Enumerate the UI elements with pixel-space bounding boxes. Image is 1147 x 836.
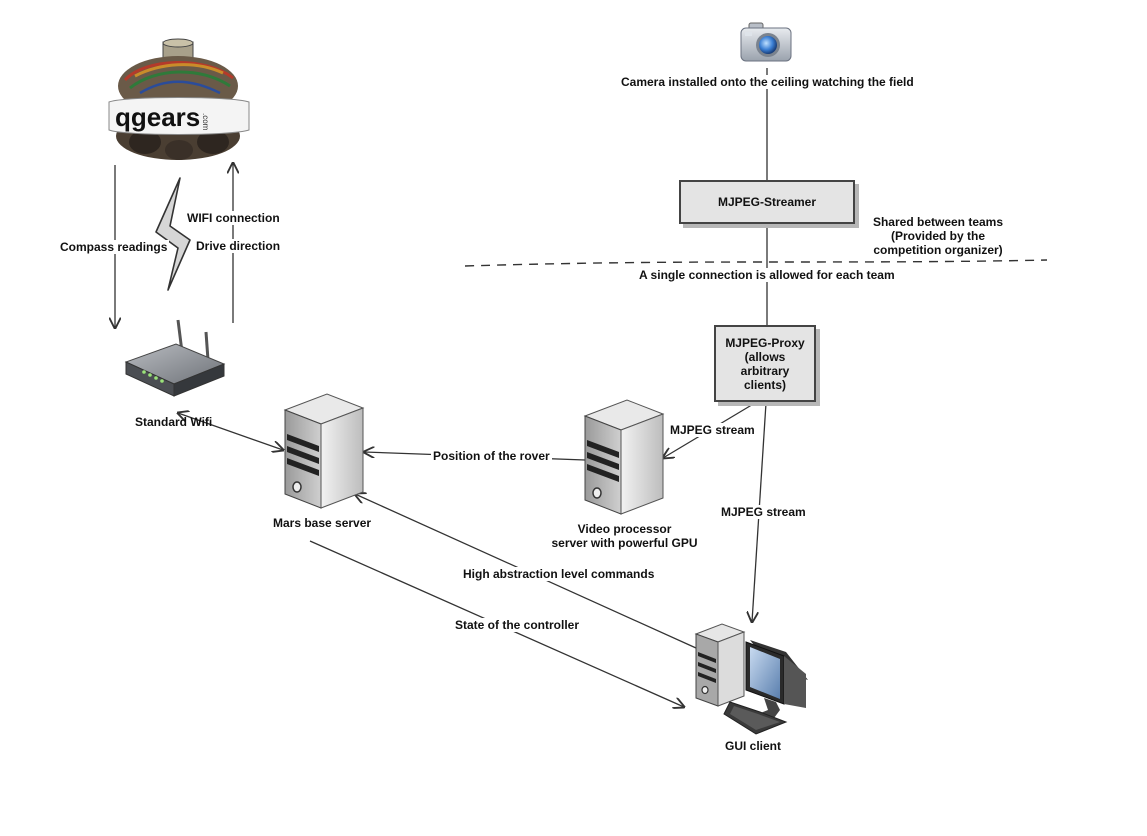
- position-of-rover-label: Position of the rover: [431, 449, 552, 463]
- camera-icon: [739, 21, 793, 63]
- gui-client-computer-icon: [694, 622, 812, 736]
- mars-base-server-icon: [283, 392, 365, 510]
- shared-boundary-dashed: [464, 259, 1048, 267]
- rover-logo-text: qgears: [115, 102, 200, 132]
- high-abstraction-label: High abstraction level commands: [461, 567, 657, 581]
- video-processor-server-icon: [583, 398, 665, 516]
- mars-base-server-label: Mars base server: [273, 516, 372, 530]
- shared-note-line-1: Shared between teams: [872, 215, 1004, 229]
- wifi-router-icon: [122, 318, 228, 398]
- rover-robot-icon: qgears .com: [105, 38, 253, 163]
- shared-note-line-3: competition organizer): [873, 243, 1003, 257]
- compass-readings-label: Compass readings: [58, 240, 170, 254]
- mjpeg-proxy-line-3: clients): [743, 377, 786, 392]
- mjpeg-proxy-line-1: MJPEG-Proxy: [725, 335, 805, 350]
- video-processor-label: Video processor server with powerful GPU: [540, 522, 709, 550]
- mjpeg-proxy-box: MJPEG-Proxy (allows arbitrary clients): [714, 325, 816, 402]
- shared-note: Shared between teams (Provided by the co…: [866, 215, 1010, 257]
- wifi-connection-label: WIFI connection: [185, 211, 282, 225]
- video-processor-line-2: server with powerful GPU: [551, 536, 698, 550]
- shared-note-line-2: (Provided by the: [890, 229, 985, 243]
- gui-client-label: GUI client: [725, 739, 782, 753]
- svg-text:.com: .com: [201, 113, 210, 131]
- mjpeg-proxy-line-2: (allows arbitrary: [740, 349, 790, 378]
- edge-wifi-mars: [178, 413, 283, 450]
- standard-wifi-label: Standard Wifi: [135, 415, 213, 429]
- state-of-controller-label: State of the controller: [453, 618, 582, 632]
- mjpeg-streamer-box: MJPEG-Streamer: [679, 180, 855, 224]
- mjpeg-stream-label-1: MJPEG stream: [668, 423, 757, 437]
- mjpeg-streamer-label: MJPEG-Streamer: [717, 195, 817, 209]
- drive-direction-label: Drive direction: [194, 239, 283, 253]
- wifi-lightning-icon: [155, 177, 191, 291]
- video-processor-line-1: Video processor: [577, 522, 672, 536]
- mjpeg-stream-label-2: MJPEG stream: [719, 505, 808, 519]
- camera-label: Camera installed onto the ceiling watchi…: [619, 75, 916, 89]
- single-connection-label: A single connection is allowed for each …: [637, 268, 897, 282]
